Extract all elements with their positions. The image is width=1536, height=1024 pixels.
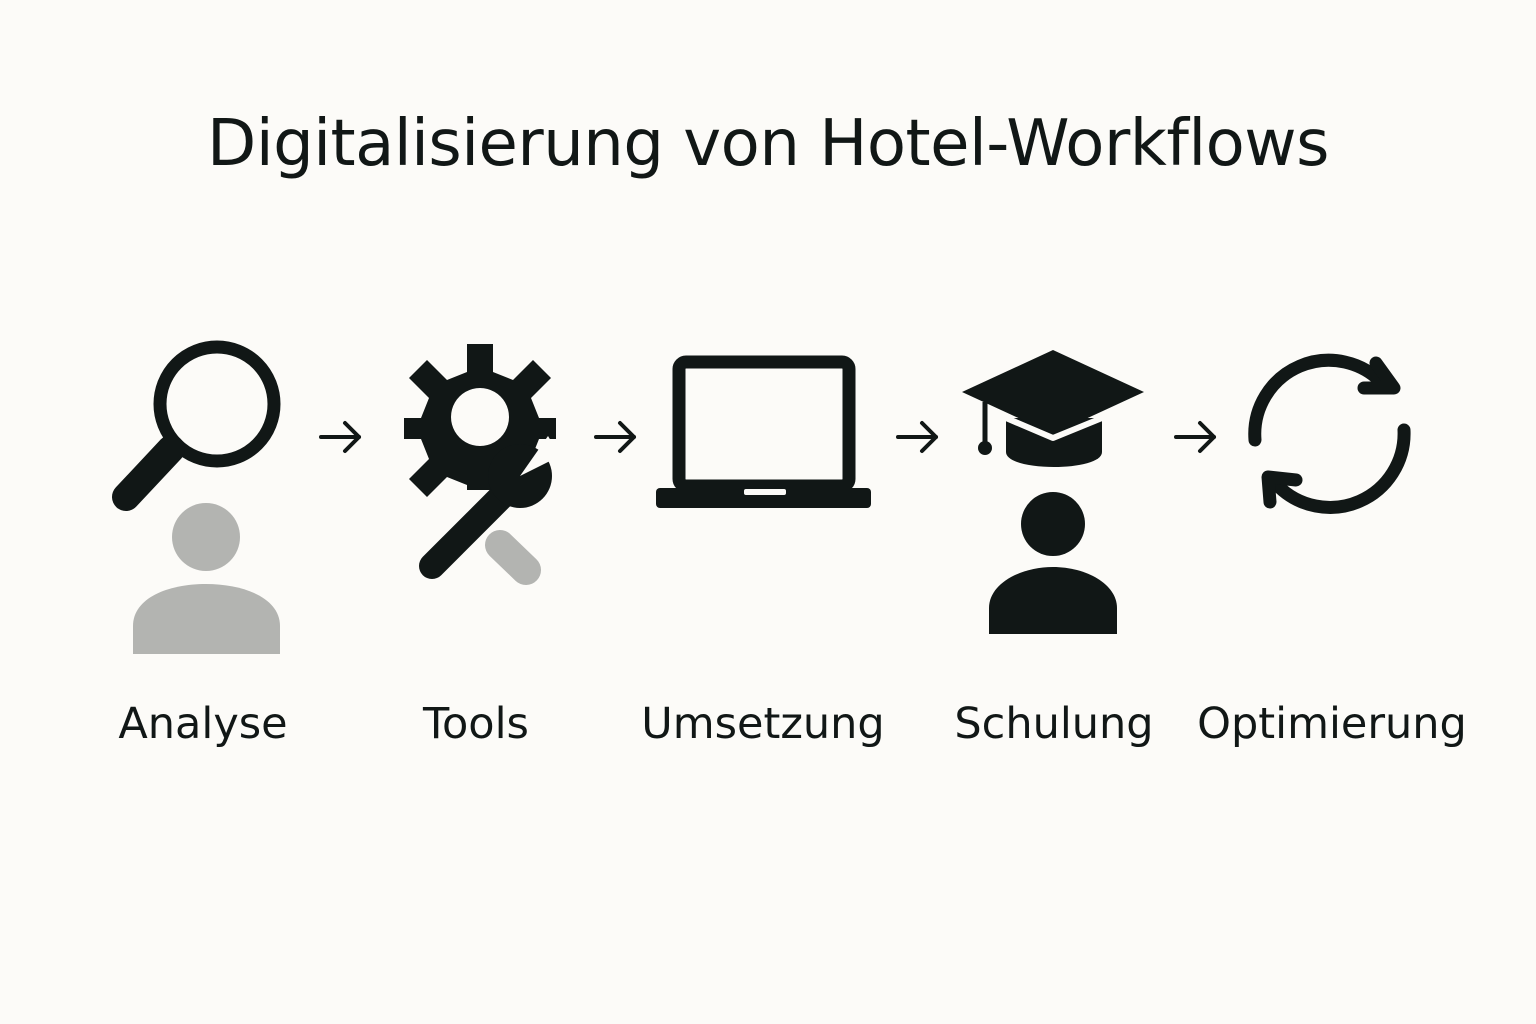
diagram-title: Digitalisierung von Hotel-Workflows bbox=[207, 107, 1329, 181]
arrow-right-icon bbox=[896, 421, 938, 453]
graduation-cap-person-icon bbox=[962, 350, 1144, 634]
arrow-right-icon bbox=[1174, 421, 1216, 453]
magnifier-person-icon bbox=[112, 340, 281, 654]
step-label-tools: Tools bbox=[423, 699, 529, 749]
step-label-schulung: Schulung bbox=[954, 699, 1154, 749]
step-label-umsetzung: Umsetzung bbox=[641, 699, 885, 749]
arrow-right-icon bbox=[594, 421, 636, 453]
gear-wrench-icon bbox=[404, 344, 560, 585]
arrow-right-icon bbox=[319, 421, 361, 453]
laptop-icon bbox=[656, 355, 871, 508]
step-label-analyse: Analyse bbox=[118, 699, 288, 749]
step-label-optimierung: Optimierung bbox=[1197, 699, 1467, 749]
refresh-cycle-icon bbox=[1248, 353, 1411, 514]
